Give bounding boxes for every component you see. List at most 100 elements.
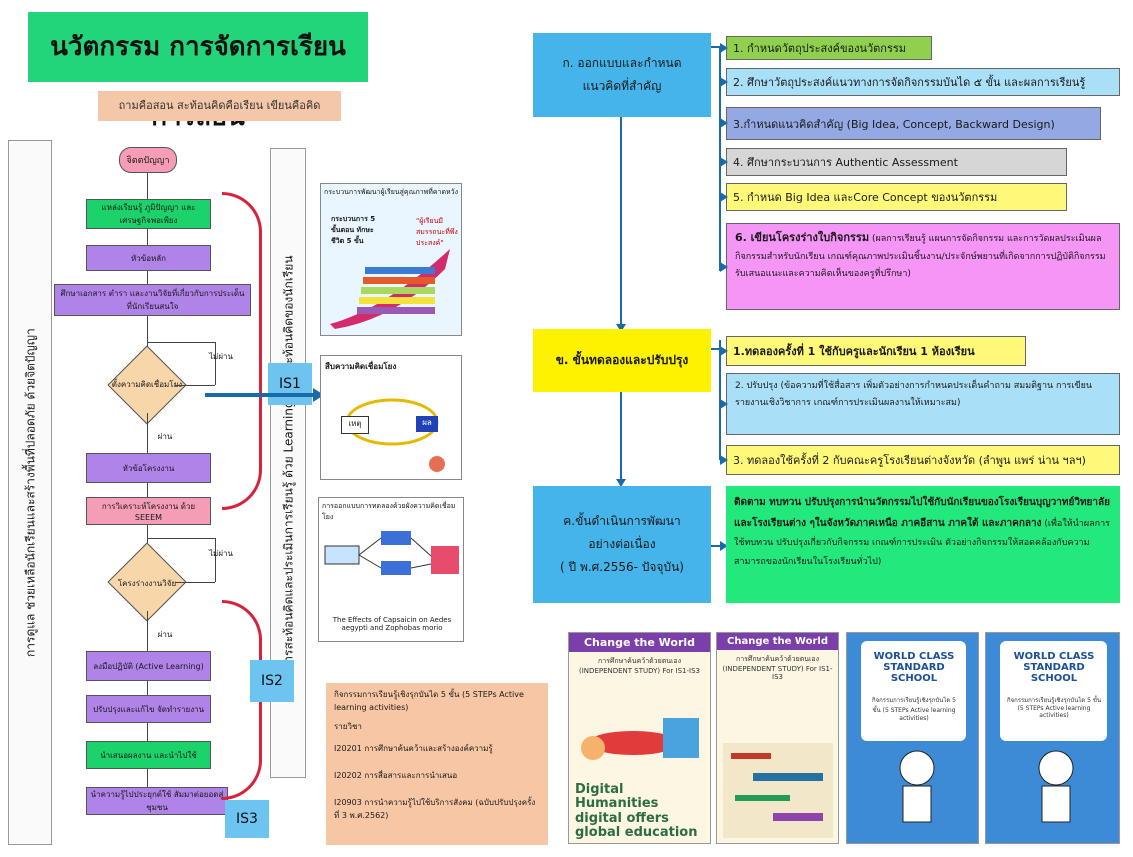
step-a3: 3.กำหนดแนวคิดสำคัญ (Big Idea, Concept, B… — [726, 107, 1101, 140]
arrowhead-down — [616, 479, 626, 487]
cover1-words: Digital Humanities digital offers global… — [575, 782, 698, 840]
cover3-sub: กิจกรรมการเรียนรู้เชิงรุกบันได 5 ขั้น (5… — [872, 697, 956, 722]
activity-line1: I20201 การศึกษาค้นคว้าและสร้างองค์ความรู… — [334, 744, 493, 754]
step-b1: 1.ทดลองครั้งที่ 1 ใช้กับครูและนักเรียน 1… — [726, 336, 1026, 366]
step-a6: 6. เขียนโครงร่างใบกิจกรรม (ผลการเรียนรู้… — [726, 223, 1120, 310]
connector-line — [711, 46, 719, 48]
arrowhead-a5 — [720, 192, 728, 202]
flow-arrowhead — [313, 388, 324, 402]
cover2-sub: การศึกษาค้นคว้าด้วยตนเอง (INDEPENDENT ST… — [722, 655, 833, 681]
arrowhead-a2 — [720, 77, 728, 87]
cover2-wordcloud-art — [731, 753, 823, 821]
flow-step4: หัวข้อโครงงาน — [86, 453, 211, 483]
connector-line — [147, 525, 148, 550]
brace-is1 — [222, 192, 262, 510]
step-a4: 4. ศึกษากระบวนการ Authentic Assessment — [726, 148, 1067, 176]
arrowhead-a1 — [720, 43, 728, 53]
connector-line — [215, 342, 216, 385]
flow-step7: ปรับปรุงและแก้ไข จัดทำรายงาน — [86, 695, 211, 723]
activity-sub: รายวิชา — [334, 721, 362, 731]
arrowhead-a3 — [720, 118, 728, 128]
step-a5: 5. กำหนด Big Idea และCore Concept ของนวั… — [726, 183, 1067, 211]
cover3-panel — [861, 641, 966, 741]
flow-step2: หัวข้อหลัก — [86, 245, 211, 271]
step-a2: 2. ศึกษาวัตถุประสงค์แนวทางการจัดกิจกรรมบ… — [726, 68, 1120, 96]
activity-heading: กิจกรรมการเรียนรู้เชิงรุกบันได 5 ขั้น (5… — [334, 690, 524, 712]
cover4-figure — [1038, 750, 1074, 823]
flow-pass1-label: ผ่าน — [157, 432, 173, 441]
cover1-sub: การศึกษาค้นคว้าด้วยตนเอง (INDEPENDENT ST… — [579, 657, 700, 675]
is3-label: IS3 — [225, 800, 269, 838]
step-a1: 1. กำหนดวัตถุประสงค์ของนวัตกรรม — [726, 36, 932, 60]
panel1-steps: กระบวนการ 5 ขั้นตอน ทักษะชีวิต 5 ขั้น — [331, 215, 376, 245]
connector-line — [147, 316, 148, 350]
cover3-figure — [899, 750, 935, 823]
arrowhead-b3 — [720, 455, 728, 465]
flow-step6: ลงมือปฏิบัติ (Active Learning) — [86, 651, 211, 681]
arrowhead-c1 — [720, 541, 728, 551]
page-title: นวัตกรรม การจัดการเรียนการสอน — [28, 12, 368, 132]
section-b-header: ข. ขั้นทดลองและปรับปรุง — [533, 329, 711, 392]
step-b2: 2. ปรับปรุง (ข้อความที่ใช้สื่อสาร เพิ่มต… — [726, 373, 1120, 435]
flow-arrow-shaft — [205, 393, 313, 397]
flow-step5: การวิเคราะห์โครงงาน ด้วย SEEEM — [86, 497, 211, 525]
arrowhead-b2 — [720, 399, 728, 409]
flow-step9: นำความรู้ไปประยุกต์ใช้ สัมมาต่อยอดสู่ชุม… — [86, 787, 228, 815]
connector-line — [175, 582, 215, 583]
cover1-title: Change the World — [569, 633, 710, 652]
section-a-header: ก. ออกแบบและกำหนด แนวคิดที่สำคัญ — [533, 33, 711, 117]
cover4-title: WORLD CLASS STANDARD SCHOOL — [1013, 651, 1095, 684]
is2-label: IS2 — [250, 660, 294, 702]
flow-pass2-label: ผ่าน — [157, 630, 173, 639]
connector-line — [147, 538, 215, 539]
panel3-graphic — [324, 531, 459, 575]
step-c1-title: ติดตาม ทบทวน ปรับปรุงการนำนวัตกรรมไปใช้ก… — [734, 497, 1111, 529]
panel3-title: การออกแบบการทดลองด้วยผังความคิดเชื่อมโยง — [322, 502, 456, 521]
panel-development: กระบวนการพัฒนาผู้เรียนสู่คุณภาพที่คาดหวั… — [320, 183, 462, 336]
panel1-title: กระบวนการพัฒนาผู้เรียนสู่คุณภาพที่คาดหวั… — [324, 188, 458, 196]
panel2-effect: ผล — [416, 416, 438, 432]
flow-step1: แหล่งเรียนรู้ ภูมิปัญญา และเศรษฐกิจพอเพี… — [86, 199, 211, 229]
cover-world-class-1: WORLD CLASS STANDARD SCHOOL กิจกรรมการเร… — [846, 632, 979, 844]
activity-line3: I20903 การนำความรู้ไปใช้บริการสังคม (ฉบั… — [334, 797, 536, 820]
cover1-art — [581, 718, 699, 760]
page-subtitle: ถามคือสอน สะท้อนคิดคือเรียน เขียนคือคิด — [98, 91, 341, 121]
connector-line — [711, 545, 724, 547]
connector-line — [711, 348, 719, 350]
cover-change-world-1: Change the World การศึกษาค้นคว้าด้วยตนเอ… — [568, 632, 711, 844]
connector-line — [147, 681, 148, 695]
trunk-a-b — [620, 117, 622, 327]
step-c1-body: (เพื่อให้นำผลการใช้ทบทวน ปรับปรุงเกี่ยวก… — [734, 519, 1110, 567]
is1-label: IS1 — [268, 363, 312, 405]
section-c-header: ค.ขั้นดำเนินการพัฒนา อย่างต่อเนื่อง ( ปี… — [533, 486, 711, 603]
flow-fail2-label: ไม่ผ่าน — [209, 549, 233, 558]
cover-change-world-2: Change the World การศึกษาค้นคว้าด้วยตนเอ… — [716, 632, 839, 844]
panel1-graphic — [330, 249, 450, 329]
cover2-wordcloud — [723, 743, 833, 838]
activity-box: กิจกรรมการเรียนรู้เชิงรุกบันได 5 ขั้น (5… — [326, 683, 548, 845]
step-a6-body: (ผลการเรียนรู้ แผนการจัดกิจกรรม และการวั… — [735, 234, 1106, 279]
step-c1: ติดตาม ทบทวน ปรับปรุงการนำนวัตกรรมไปใช้ก… — [726, 486, 1120, 603]
connector-line — [147, 413, 148, 453]
flow-start: จิตตปัญญา — [119, 147, 177, 173]
cover4-sub: กิจกรรมการเรียนรู้เชิงรุกบันได 5 ขั้น (5… — [1006, 697, 1102, 719]
connector-line — [215, 538, 216, 582]
step-b3: 3. ทดลองใช้ครั้งที่ 2 กับคณะครูโรงเรียนต… — [726, 445, 1120, 475]
connector-line — [147, 229, 148, 245]
activity-line2: I20202 การสื่อสารและการนำเสนอ — [334, 771, 458, 781]
flow-fail1-label: ไม่ผ่าน — [209, 352, 233, 361]
trunk-b-c — [620, 392, 622, 482]
connector-line — [147, 611, 148, 651]
arrowhead-a6 — [720, 262, 728, 272]
flow-decision2-label: โครงร่างงานวิจัย — [117, 579, 177, 588]
connector-line — [175, 385, 215, 386]
connector-line — [147, 769, 148, 787]
cover-world-class-2: WORLD CLASS STANDARD SCHOOL กิจกรรมการเร… — [985, 632, 1120, 844]
arrowhead-a4 — [720, 157, 728, 167]
panel1-quote: "ผู้เรียนมีสมรรถนะที่พึงประสงค์" — [416, 217, 458, 247]
panel2-title: สืบความคิดเชื่อมโยง — [325, 362, 397, 371]
connector-line — [147, 483, 148, 497]
connector-line — [147, 271, 148, 284]
panel-causal-thinking: สืบความคิดเชื่อมโยง เหตุ ผล — [320, 355, 462, 480]
flow-step8: นำเสนอผลงาน และนำไปใช้ — [86, 741, 211, 769]
